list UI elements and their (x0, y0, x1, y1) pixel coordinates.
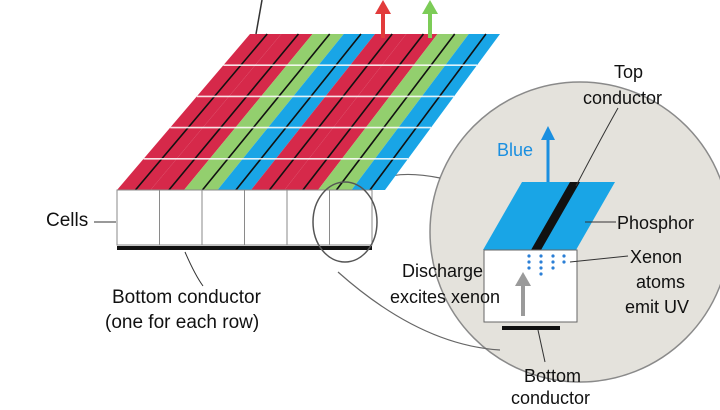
top-leader-line (255, 0, 263, 35)
bottom-label-2: conductor (511, 388, 590, 405)
cell (159, 189, 203, 246)
discharge-label-1: Discharge (402, 261, 483, 281)
top-conductor-line (235, 33, 362, 191)
bottom-conductor-leader (184, 251, 204, 287)
top-conductor-label-1: Top (614, 62, 643, 82)
top-conductor-leader (575, 107, 619, 187)
bottom-conductor-rows-label-2: (one for each row) (105, 312, 259, 333)
top-conductor-line (369, 33, 487, 191)
cell-row (116, 189, 373, 246)
top-conductor-label-2: conductor (583, 88, 662, 108)
bottom-conductor-zoom-leader (537, 329, 546, 363)
cell (329, 189, 373, 246)
cell (244, 189, 288, 246)
emitted-green-arrow (422, 0, 438, 38)
phosphor-strip-blue (217, 34, 375, 190)
magnifier-callout-lower (337, 271, 501, 351)
emitted-red-arrow (375, 0, 391, 38)
phosphor-strip-red (251, 34, 407, 190)
top-conductor-line (168, 33, 300, 191)
blue-label: Blue (497, 140, 533, 160)
bottom-conductor-rows-label-1: Bottom conductor (112, 287, 262, 308)
phosphor-strip-blue (351, 34, 500, 190)
phosphor-strip-red (150, 34, 313, 190)
cell (286, 189, 330, 246)
cells-label: Cells (46, 210, 88, 231)
top-conductor-line (134, 33, 268, 191)
zoomed-top-phosphor-plate (483, 182, 615, 250)
cell (201, 189, 245, 246)
xenon-label-1: Xenon (630, 247, 682, 267)
top-conductor-line (302, 33, 425, 191)
panel-row-lines (143, 64, 477, 160)
phosphor-label: Phosphor (617, 213, 694, 233)
xenon-label-3: emit UV (625, 297, 689, 317)
xenon-label-2: atoms (636, 272, 685, 292)
top-conductor-line (335, 33, 456, 191)
phosphor-strip-green (318, 34, 469, 190)
magnification-marker (312, 181, 378, 263)
phosphor-strip-green (184, 34, 344, 190)
phosphor-strip-red (284, 34, 438, 190)
uv-emission-dots (527, 254, 566, 276)
bottom-label-1: Bottom (524, 366, 581, 386)
top-conductor-line (268, 33, 393, 191)
xenon-leader (569, 255, 629, 263)
zoomed-top-conductor (531, 182, 580, 250)
phosphor-strip-red (117, 34, 282, 190)
top-conductor-line (201, 33, 331, 191)
blue-emission-arrow-head (541, 126, 555, 140)
cell (116, 189, 160, 246)
discharge-arrow-head (515, 272, 531, 286)
discharge-label-2: excites xenon (390, 287, 500, 307)
phosphor-strips (117, 33, 500, 191)
